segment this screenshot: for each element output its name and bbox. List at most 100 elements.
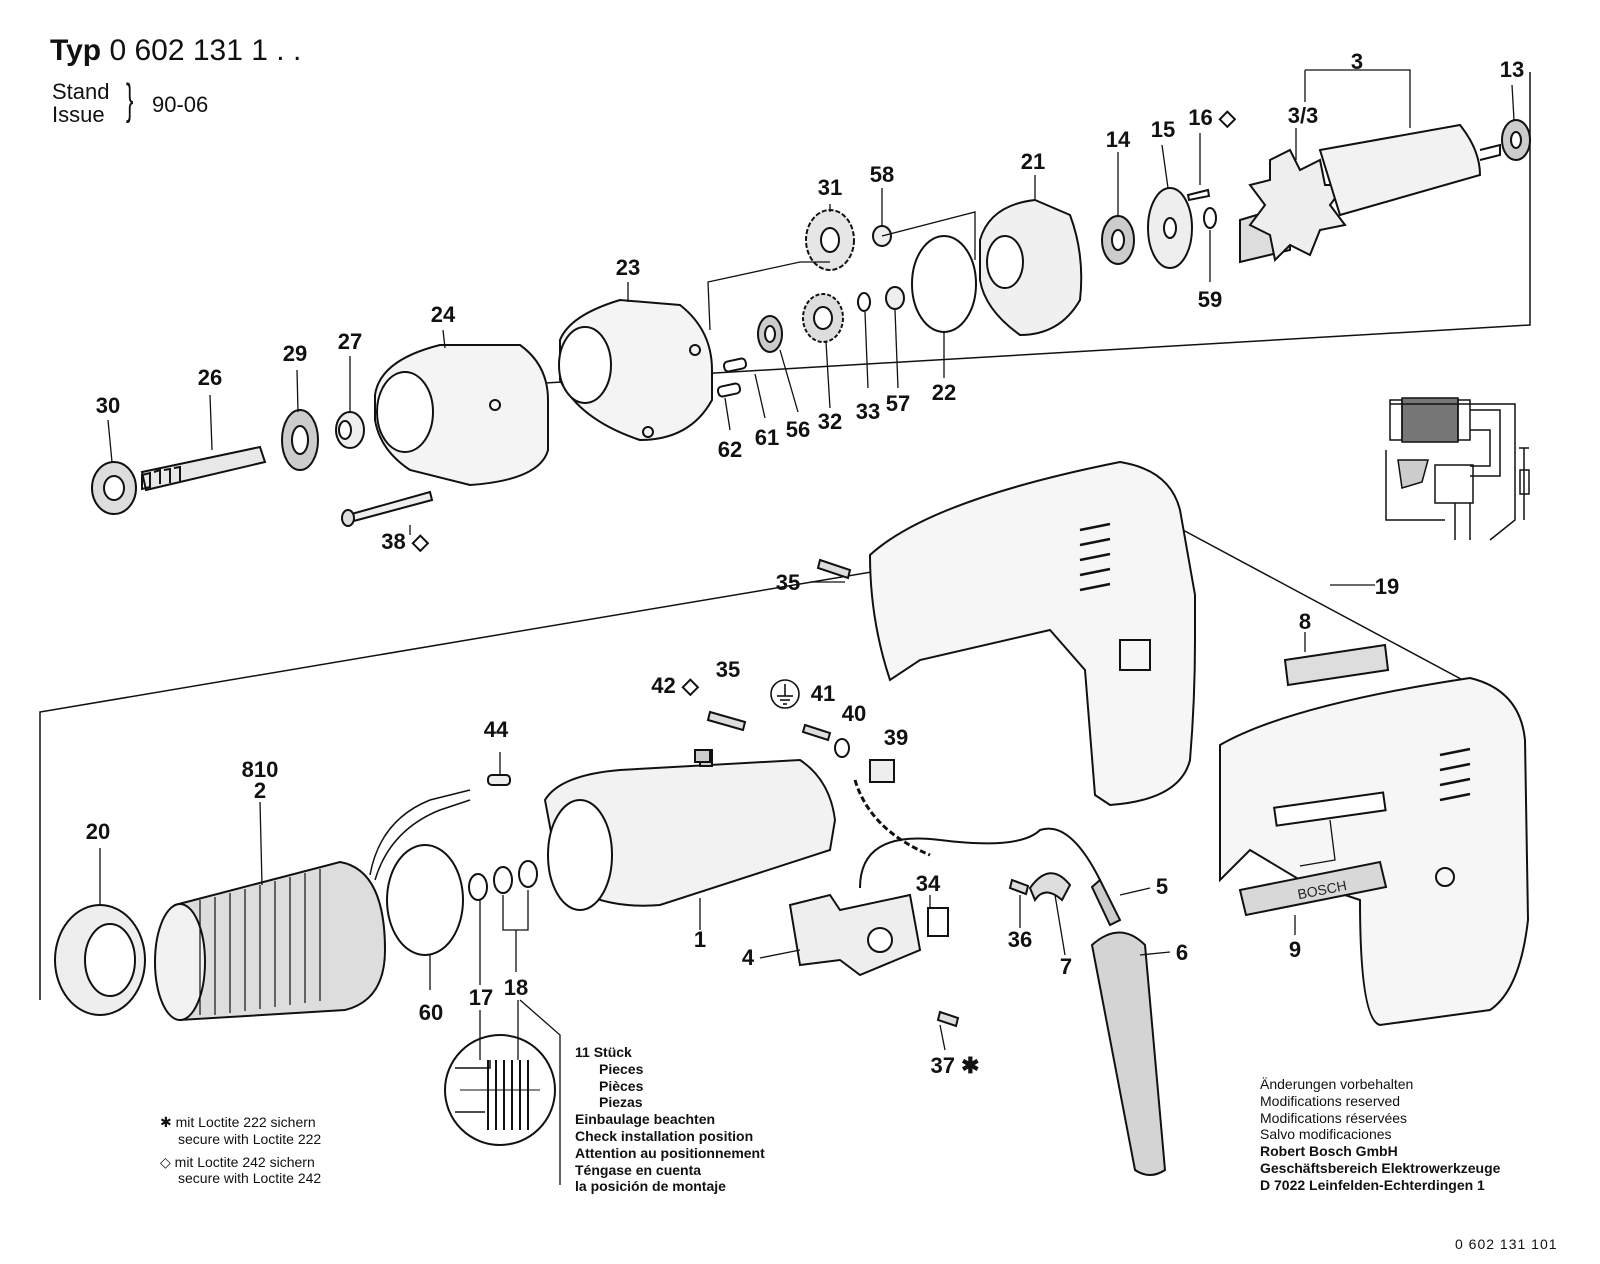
note-line: Einbaulage beachten <box>575 1111 716 1128</box>
callout-15: 15 <box>1150 117 1176 142</box>
callout-23: 23 <box>615 255 641 280</box>
cable-guard-6-part <box>1090 931 1167 1176</box>
type-heading: Typ 0 602 131 1 . . <box>50 36 301 66</box>
callout-7: 7 <box>1059 954 1073 979</box>
footer-line: Modifications reserved <box>1260 1092 1401 1109</box>
callout-60: 60 <box>418 1000 444 1025</box>
callout-22: 22 <box>931 380 957 405</box>
legend-line: ◇ mit Loctite 242 sichern <box>160 1153 315 1170</box>
callout-20: 20 <box>85 819 111 844</box>
nameplate-9-part <box>1238 860 1388 917</box>
ball-bearing-29-part <box>281 409 319 471</box>
ring-20-part <box>54 904 146 1016</box>
issue-date: 90-06 <box>152 92 209 117</box>
callout-9: 9 <box>1288 937 1302 962</box>
o-ring-22-part <box>911 235 977 333</box>
field-coil-2-part <box>154 789 471 1022</box>
bearing-13-part <box>1501 119 1531 161</box>
callout-37: 37 ✱ <box>930 1053 980 1078</box>
motor-housing-1-part <box>543 758 837 911</box>
leader-lines-upper <box>107 69 1515 535</box>
note-line: la posición de montaje <box>575 1178 726 1195</box>
callout-56: 56 <box>785 417 811 442</box>
legend-line: secure with Loctite 222 <box>178 1130 322 1147</box>
note-line: Téngase en cuenta <box>575 1161 702 1178</box>
document-code: 0 602 131 101 <box>1455 1236 1558 1252</box>
callout-19: 19 <box>1374 574 1400 599</box>
callout-2: 2 <box>253 778 267 803</box>
callout-31: 31 <box>817 175 843 200</box>
issue-label: Issue <box>52 102 105 128</box>
callout-13: 13 <box>1499 57 1525 82</box>
label-plate-8-part <box>1283 643 1390 687</box>
callout-59: 59 <box>1197 287 1223 312</box>
cable-5-part <box>853 779 1122 927</box>
callout-27: 27 <box>337 329 363 354</box>
callout-5: 5 <box>1155 874 1169 899</box>
callout-29: 29 <box>282 341 308 366</box>
note-line: Pièces <box>599 1077 644 1094</box>
plate-15-part <box>1147 187 1193 269</box>
housing-shell-19-part <box>868 460 1196 807</box>
bearing-plate-21-part <box>979 198 1083 337</box>
footer-block: Änderungen vorbehalten Modifications res… <box>1260 1076 1500 1194</box>
callout-57: 57 <box>885 391 911 416</box>
bearing-56-part <box>757 315 783 353</box>
stand-issue-labels: Stand Issue <box>52 80 110 126</box>
note-line: Piezas <box>599 1094 643 1111</box>
callout-24: 24 <box>430 302 456 327</box>
callout-34: 34 <box>915 871 941 896</box>
wiring-schematic <box>1385 397 1530 541</box>
housing-shell-front-part <box>1219 676 1530 1027</box>
callout-14: 14 <box>1105 127 1131 152</box>
bushing-57-part <box>885 286 905 310</box>
detail-magnifier <box>444 1034 556 1146</box>
capacitor-34-part <box>927 907 949 937</box>
callout-1: 1 <box>693 927 707 952</box>
callout-4: 4 <box>741 945 755 970</box>
washer-59-part <box>1203 207 1217 229</box>
footer-line: Salvo modificaciones <box>1260 1126 1392 1143</box>
callout-35-upper: 35 <box>775 570 801 595</box>
spindle-part <box>140 445 267 492</box>
callout-39: 39 <box>883 725 909 750</box>
armature-3-part <box>1239 123 1501 264</box>
callout-35-lower: 35 <box>715 657 741 682</box>
footer-company: Robert Bosch GmbH <box>1260 1143 1398 1160</box>
callout-42: 42 ◇ <box>651 673 699 698</box>
footer-division: Geschäftsbereich Elektrowerkzeuge <box>1260 1159 1501 1176</box>
callout-58: 58 <box>869 162 895 187</box>
legend-line: ✱ mit Loctite 222 sichern <box>160 1114 316 1130</box>
footer-line: Modifications réservées <box>1260 1109 1408 1126</box>
gear-housing-24-part <box>374 344 549 487</box>
callout-61: 61 <box>754 425 780 450</box>
leader-lines-lower <box>99 581 1375 1185</box>
cable-clamp-7-part <box>1028 872 1072 903</box>
screw-38-part <box>341 490 434 527</box>
footer-address: D 7022 Leinfelden-Echterdingen 1 <box>1260 1176 1485 1193</box>
type-label: Typ <box>50 34 102 67</box>
footer-line: Änderungen vorbehalten <box>1260 1076 1414 1092</box>
note-line: 11 Stück <box>575 1044 632 1060</box>
pin-44-part <box>487 774 511 786</box>
callout-810: 810 <box>241 757 279 782</box>
o-ring-60-part <box>386 844 464 956</box>
gear-housing-23-part <box>558 298 713 442</box>
callout-62: 62 <box>717 437 743 462</box>
note-line: Pieces <box>599 1060 644 1077</box>
callout-32: 32 <box>817 409 843 434</box>
earth-ground-icon <box>770 679 800 709</box>
callout-18: 18 <box>503 975 529 1000</box>
callout-36: 36 <box>1007 927 1033 952</box>
stand-label: Stand <box>52 79 110 104</box>
legend-line: secure with Loctite 242 <box>178 1170 322 1187</box>
callout-26: 26 <box>197 365 223 390</box>
spindle-nut-part <box>91 461 137 515</box>
callout-8: 8 <box>1298 609 1312 634</box>
callout-40: 40 <box>841 701 867 726</box>
callout-21: 21 <box>1020 149 1046 174</box>
pins-61-62-part <box>716 357 748 398</box>
note-line: Attention au positionnement <box>575 1144 765 1161</box>
installation-note: 11 Stück Pieces Pièces Piezas Einbaulage… <box>575 1044 765 1195</box>
